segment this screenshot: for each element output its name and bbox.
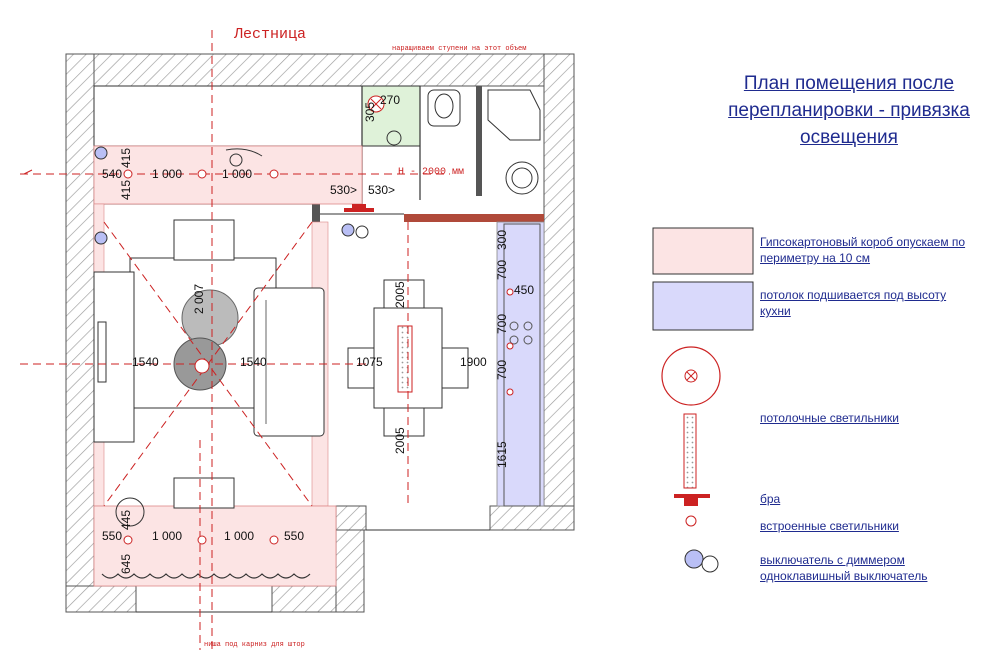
ceiling-zones: [93, 145, 545, 587]
svg-text:645: 645: [119, 554, 133, 574]
legend-built-in-text: встроенные светильники: [760, 519, 899, 533]
svg-text:1 000: 1 000: [152, 529, 182, 543]
svg-text:1 000: 1 000: [152, 167, 182, 181]
stairs-extension-area: [361, 85, 421, 147]
svg-text:305: 305: [363, 102, 377, 122]
svg-text:2 007: 2 007: [192, 284, 206, 314]
svg-text:2005: 2005: [393, 281, 407, 308]
svg-text:700: 700: [495, 360, 509, 380]
svg-text:1 000: 1 000: [224, 529, 254, 543]
svg-text:530>: 530>: [368, 183, 395, 197]
svg-text:270: 270: [380, 93, 400, 107]
legend-ceiling-swatch: [652, 281, 754, 331]
legend-ceiling-text: потолок подшивается под высоту кухни: [760, 288, 947, 318]
legend-sconce-text: бра: [760, 492, 781, 506]
svg-text:1540: 1540: [132, 355, 159, 369]
stairs-label: Лестница: [233, 26, 306, 43]
axis-lines: [20, 30, 450, 650]
kitchen-ceiling: [496, 221, 545, 507]
switches: [94, 146, 369, 245]
legend-strip-light-icon: [683, 413, 697, 489]
legend-gypsum-text: Гипсокартоновый короб опускаем по периме…: [760, 235, 966, 265]
svg-text:445: 445: [119, 510, 133, 530]
svg-text:700: 700: [495, 260, 509, 280]
legend-gypsum-swatch: [652, 227, 754, 275]
legend-ceiling-lights-text: потолочные светильники: [760, 411, 899, 425]
svg-text:415: 415: [119, 180, 133, 200]
svg-text:530>: 530>: [330, 183, 357, 197]
svg-text:2005: 2005: [393, 427, 407, 454]
gypsum-box-bottom: [93, 505, 337, 587]
stairs-lamp: [367, 95, 402, 146]
exterior-walls: [65, 53, 575, 613]
svg-text:540: 540: [102, 167, 122, 181]
svg-text:415: 415: [119, 148, 133, 168]
svg-text:1615: 1615: [495, 441, 509, 468]
legend-dimmer-switch-icon: [684, 549, 704, 569]
living-room-furniture: [93, 148, 325, 527]
legend-symbols: [652, 227, 754, 573]
red-partition: [404, 214, 544, 222]
bathroom-fixtures: [427, 89, 541, 195]
height-note: Н - 2000 мм: [398, 167, 464, 178]
svg-text:700: 700: [495, 314, 509, 334]
plan-title: План помещения после перепланировки - пр…: [728, 73, 970, 148]
kitchen-counter: [503, 223, 541, 507]
legend-single-switch-icon: [701, 555, 719, 573]
sconce-light: [344, 204, 374, 212]
note-bottom: ниша под карниз для штор: [204, 641, 305, 649]
svg-text:450: 450: [514, 283, 534, 297]
legend-switches-text: выключатель с диммером одноклавишный вык…: [760, 553, 928, 583]
dimensions: Лестница наращиваем ступени на этот объе…: [102, 26, 534, 649]
svg-text:300: 300: [495, 230, 509, 250]
svg-text:1 000: 1 000: [222, 167, 252, 181]
legend-sconce-icon: [674, 494, 710, 498]
legend-built-in-light-icon: [685, 515, 697, 527]
svg-text:1075: 1075: [356, 355, 383, 369]
note-top: наращиваем ступени на этот объем: [392, 44, 526, 53]
svg-text:550: 550: [284, 529, 304, 543]
gypsum-box-top: [93, 145, 363, 205]
ceiling-lights: [123, 169, 514, 545]
curtain-line: [101, 573, 311, 579]
svg-text:1540: 1540: [240, 355, 267, 369]
svg-text:1900: 1900: [460, 355, 487, 369]
svg-text:550: 550: [102, 529, 122, 543]
